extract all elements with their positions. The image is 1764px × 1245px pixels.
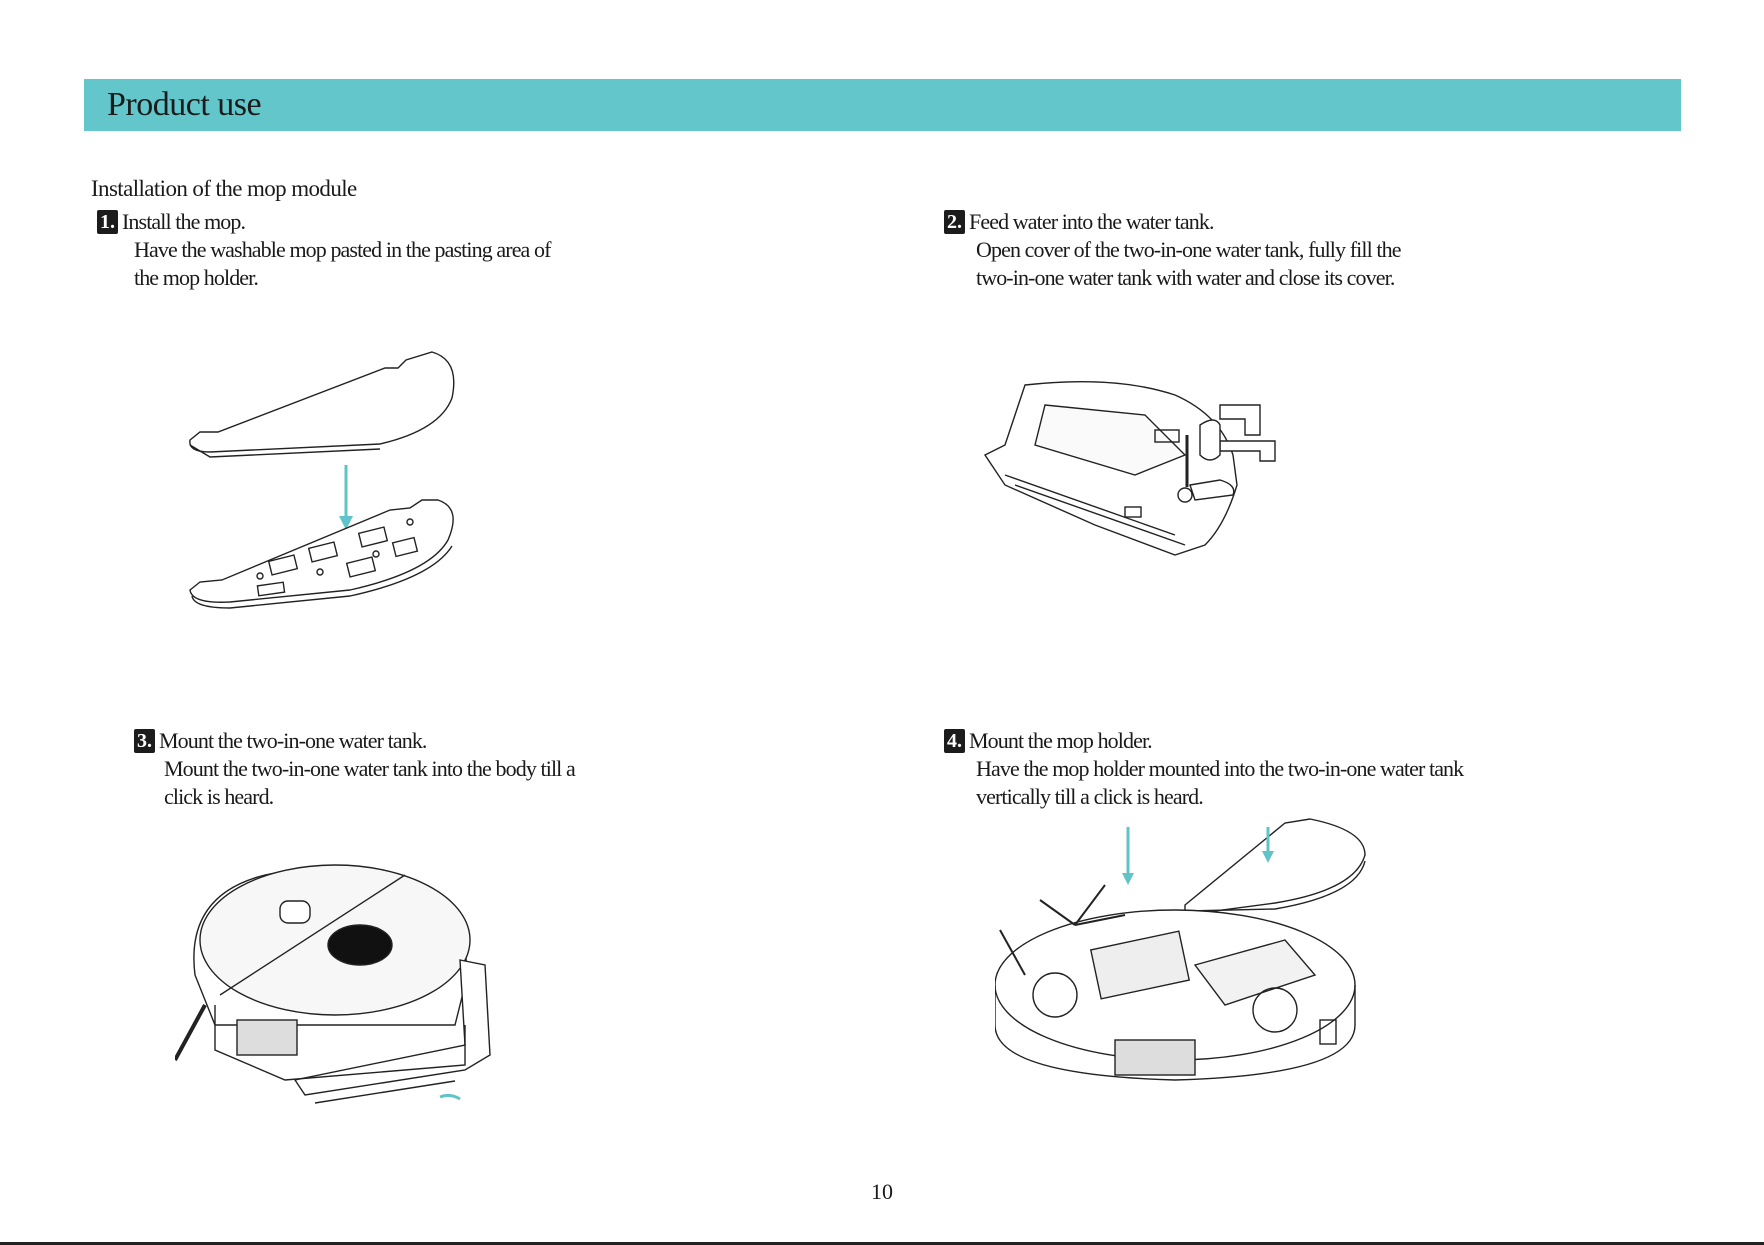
side-brush	[175, 1005, 205, 1060]
step-4-number-badge: 4.	[944, 729, 965, 753]
step-2: 2. Feed water into the water tank. Open …	[944, 208, 1401, 292]
step-1: 1. Install the mop. Have the washable mo…	[97, 208, 551, 292]
mop-pad-shape	[190, 352, 454, 452]
step-4: 4. Mount the mop holder. Have the mop ho…	[944, 727, 1463, 811]
step-4-description-line-1: Have the mop holder mounted into the two…	[944, 755, 1463, 783]
button-panel	[280, 901, 310, 923]
step-1-description-line-1: Have the washable mop pasted in the past…	[97, 236, 551, 264]
laser-sensor	[328, 925, 392, 965]
page-number: 10	[0, 1179, 1764, 1205]
step-3-description-line-1: Mount the two-in-one water tank into the…	[134, 755, 575, 783]
step-3-title: Mount the two-in-one water tank.	[159, 727, 427, 755]
step-3-heading: 3. Mount the two-in-one water tank.	[134, 727, 575, 755]
step-1-number-badge: 1.	[97, 210, 118, 234]
page-title: Product use	[107, 86, 261, 124]
faucet-icon	[1200, 405, 1275, 461]
step-3-number-badge: 3.	[134, 729, 155, 753]
water-tank-filling-illustration	[975, 375, 1295, 605]
step-2-description-line-1: Open cover of the two-in-one water tank,…	[944, 236, 1401, 264]
step-2-title: Feed water into the water tank.	[969, 208, 1214, 236]
dust-bin-grille	[237, 1020, 297, 1055]
step-1-heading: 1. Install the mop.	[97, 208, 551, 236]
mop-installation-illustration	[170, 340, 470, 620]
step-3-description-line-2: click is heard.	[134, 783, 575, 811]
step-1-title: Install the mop.	[122, 208, 245, 236]
underside-grille	[1115, 1040, 1195, 1075]
step-2-description-line-2: two-in-one water tank with water and clo…	[944, 264, 1401, 292]
step-4-title: Mount the mop holder.	[969, 727, 1152, 755]
step-2-number-badge: 2.	[944, 210, 965, 234]
water-tank-mounting-illustration	[175, 855, 545, 1115]
step-4-description-line-2: vertically till a click is heard.	[944, 783, 1463, 811]
step-3: 3. Mount the two-in-one water tank. Moun…	[134, 727, 575, 811]
mop-holder-mounting-illustration	[995, 815, 1375, 1095]
rotate-arrow	[440, 1095, 460, 1099]
step-2-heading: 2. Feed water into the water tank.	[944, 208, 1401, 236]
mop-holder-shape	[190, 500, 453, 608]
step-1-description-line-2: the mop holder.	[97, 264, 551, 292]
arrow-left-head	[1122, 873, 1134, 885]
header-bar: Product use	[84, 79, 1681, 131]
step-4-heading: 4. Mount the mop holder.	[944, 727, 1463, 755]
mop-holder-plate	[1185, 819, 1365, 915]
section-title: Installation of the mop module	[91, 175, 357, 203]
